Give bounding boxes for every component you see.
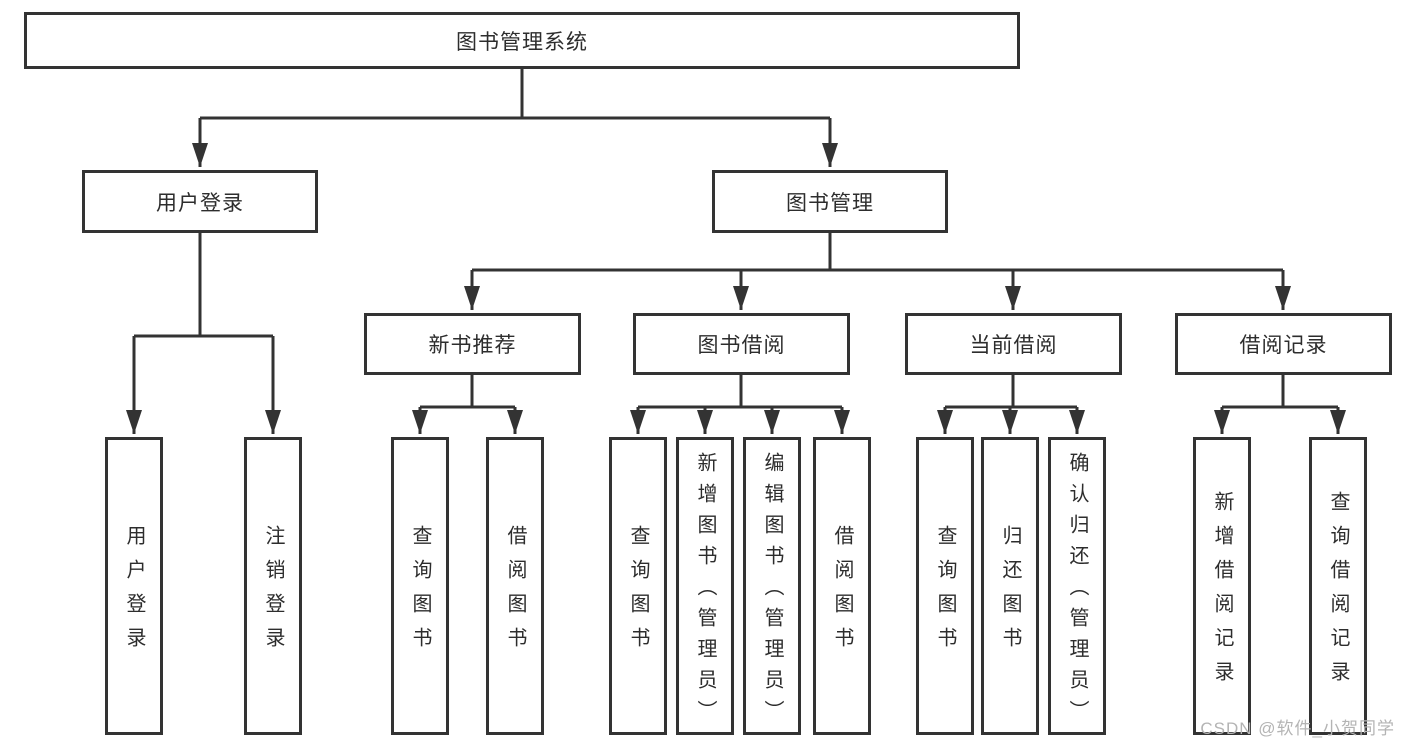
node-user-login: 用户登录 bbox=[82, 170, 318, 233]
leaf-confirm-return-admin: 确认归还（管理员） bbox=[1048, 437, 1106, 735]
leaf-query-borrow-record: 查询借阅记录 bbox=[1309, 437, 1367, 735]
node-book-management-label: 图书管理 bbox=[786, 191, 874, 215]
leaf-edit-books-admin-label: 编辑图书（管理员） bbox=[761, 452, 783, 731]
node-borrow-records: 借阅记录 bbox=[1175, 313, 1392, 375]
leaf-borrow-query-books-label: 查询图书 bbox=[627, 525, 649, 661]
leaf-add-borrow-record: 新增借阅记录 bbox=[1193, 437, 1251, 735]
leaf-recommend-borrow-books-label: 借阅图书 bbox=[504, 525, 526, 661]
leaf-user-login: 用户登录 bbox=[105, 437, 163, 735]
leaf-recommend-borrow-books: 借阅图书 bbox=[486, 437, 544, 735]
leaf-add-books-admin-label: 新增图书（管理员） bbox=[694, 452, 716, 731]
leaf-logout-label: 注销登录 bbox=[262, 525, 284, 661]
node-current-borrow: 当前借阅 bbox=[905, 313, 1122, 375]
leaf-return-books-label: 归还图书 bbox=[999, 525, 1021, 661]
leaf-borrow-books-label: 借阅图书 bbox=[831, 525, 853, 661]
node-book-borrow-label: 图书借阅 bbox=[697, 334, 786, 357]
leaf-current-query-books: 查询图书 bbox=[916, 437, 974, 735]
leaf-recommend-query-books: 查询图书 bbox=[391, 437, 449, 735]
leaf-return-books: 归还图书 bbox=[981, 437, 1039, 735]
leaf-add-borrow-record-label: 新增借阅记录 bbox=[1211, 491, 1233, 695]
leaf-add-books-admin: 新增图书（管理员） bbox=[676, 437, 734, 735]
node-user-login-label: 用户登录 bbox=[156, 191, 244, 215]
leaf-logout: 注销登录 bbox=[244, 437, 302, 735]
node-book-management: 图书管理 bbox=[712, 170, 948, 233]
leaf-borrow-books: 借阅图书 bbox=[813, 437, 871, 735]
node-new-book-recommend: 新书推荐 bbox=[364, 313, 581, 375]
node-book-borrow: 图书借阅 bbox=[633, 313, 850, 375]
leaf-borrow-query-books: 查询图书 bbox=[609, 437, 667, 735]
csdn-watermark: CSDN @软件_小贺同学 bbox=[1200, 719, 1395, 738]
node-root-label: 图书管理系统 bbox=[456, 30, 588, 54]
leaf-query-borrow-record-label: 查询借阅记录 bbox=[1327, 491, 1349, 695]
node-root-system: 图书管理系统 bbox=[24, 12, 1020, 69]
leaf-recommend-query-books-label: 查询图书 bbox=[409, 525, 431, 661]
leaf-user-login-label: 用户登录 bbox=[123, 525, 145, 661]
leaf-confirm-return-admin-label: 确认归还（管理员） bbox=[1066, 452, 1088, 731]
leaf-current-query-books-label: 查询图书 bbox=[934, 525, 956, 661]
node-current-borrow-label: 当前借阅 bbox=[969, 334, 1058, 357]
leaf-edit-books-admin: 编辑图书（管理员） bbox=[743, 437, 801, 735]
node-borrow-records-label: 借阅记录 bbox=[1239, 334, 1328, 357]
node-new-book-recommend-label: 新书推荐 bbox=[428, 334, 517, 357]
